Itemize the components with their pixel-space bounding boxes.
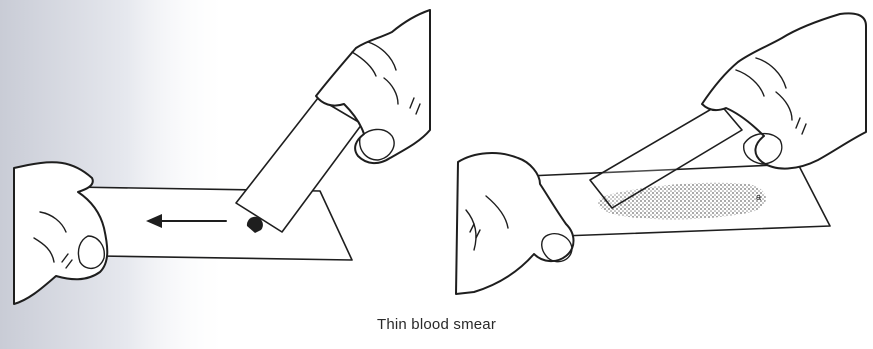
right-pushing-hand [702,13,866,168]
right-panel-smear-result: a [456,13,866,294]
figure-caption: Thin blood smear [0,316,873,333]
smear-mark: a [756,192,761,202]
left-base-slide [72,187,352,260]
